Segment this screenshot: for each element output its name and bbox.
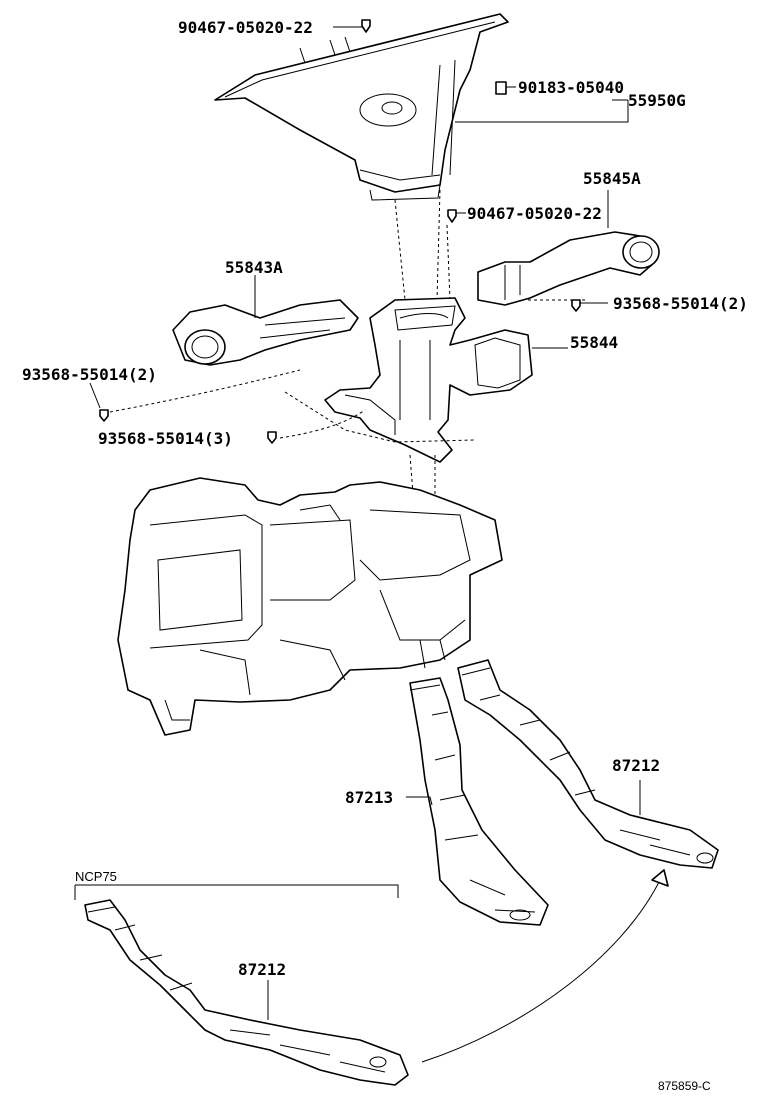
leader-55950g bbox=[455, 100, 629, 123]
screw-right-icon bbox=[571, 299, 608, 312]
label-rear-duct-ncp75: 87212 bbox=[238, 960, 286, 979]
label-left-duct: 55843A bbox=[225, 258, 283, 277]
screw-mid-icon bbox=[447, 209, 466, 223]
assembly-line bbox=[279, 409, 366, 439]
assembly-line bbox=[394, 199, 406, 301]
screw-top-icon bbox=[333, 19, 371, 33]
label-right-duct: 55845A bbox=[583, 169, 641, 188]
heater-unit bbox=[117, 477, 503, 736]
screw-center-icon bbox=[267, 431, 277, 444]
diagram-code: 875859-C bbox=[658, 1079, 711, 1093]
rear-duct-ncp75 bbox=[84, 899, 409, 1086]
screw-left-icon bbox=[89, 382, 109, 422]
label-screw-mid: 90467-05020-22 bbox=[467, 204, 602, 223]
label-rear-duct-left: 87213 bbox=[345, 788, 393, 807]
assembly-line bbox=[436, 189, 441, 301]
rear-duct-87212 bbox=[457, 659, 719, 869]
right-side-duct bbox=[477, 190, 660, 306]
label-screw-left: 93568-55014(2) bbox=[22, 365, 157, 384]
label-center-duct: 55844 bbox=[570, 333, 618, 352]
assembly-line bbox=[284, 391, 476, 443]
label-defroster-nozzle: 55950G bbox=[628, 91, 686, 110]
label-screw-right: 93568-55014(2) bbox=[613, 294, 748, 313]
label-rear-duct-right: 87212 bbox=[612, 756, 660, 775]
ncp75-bracket bbox=[74, 884, 399, 900]
label-variant-ncp75: NCP75 bbox=[75, 869, 117, 884]
left-side-duct bbox=[172, 275, 359, 366]
center-duct bbox=[324, 297, 568, 463]
clip-icon bbox=[495, 81, 516, 95]
label-screw-top: 90467-05020-22 bbox=[178, 18, 313, 37]
arrow-icon bbox=[421, 869, 669, 1063]
defroster-nozzle bbox=[214, 13, 509, 201]
label-screw-center: 93568-55014(3) bbox=[98, 429, 233, 448]
assembly-line bbox=[109, 369, 301, 413]
rear-duct-87213 bbox=[406, 677, 549, 926]
assembly-line bbox=[446, 224, 451, 301]
label-clip: 90183-05040 bbox=[518, 78, 624, 97]
